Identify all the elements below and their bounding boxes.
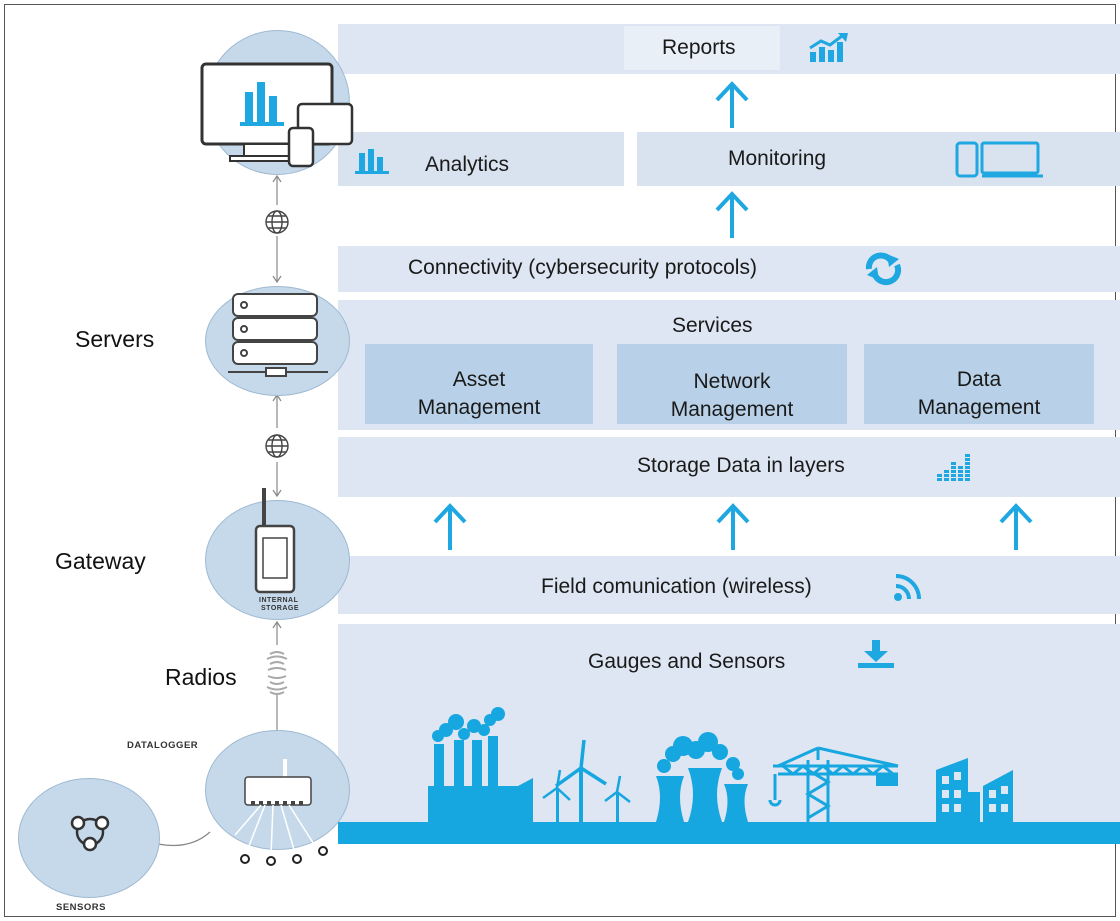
bar-chart-icon <box>355 149 389 174</box>
wind-turbine-icon <box>542 739 631 822</box>
sync-icon <box>865 252 902 286</box>
globe-icon <box>265 434 289 458</box>
data-management-box: Data Management <box>864 344 1094 424</box>
asset-management-label-2: Management <box>417 396 541 419</box>
gateway-label: Gateway <box>55 548 146 574</box>
radio-waves-icon <box>266 651 288 695</box>
wifi-icon <box>894 574 921 601</box>
data-management-label-1: Data <box>956 368 1002 391</box>
network-management-label-1: Network <box>693 370 771 393</box>
crane-icon <box>768 746 899 822</box>
radios-label: Radios <box>165 664 237 690</box>
connector-lines <box>157 174 282 847</box>
analytics-label: Analytics <box>425 153 510 176</box>
server-rack-icon <box>228 293 328 377</box>
storage-label: Storage Data in layers <box>637 454 845 477</box>
factory-icon <box>428 707 533 822</box>
field-communication-band <box>338 556 1120 614</box>
monitoring-box <box>637 132 1120 186</box>
servers-label: Servers <box>75 326 155 352</box>
field-communication-label: Field comunication (wireless) <box>541 575 812 598</box>
gateway-device-icon <box>254 488 296 594</box>
connectivity-label: Connectivity (cybersecurity protocols) <box>408 256 757 279</box>
internal-storage-label-2: STORAGE <box>261 605 299 612</box>
arrow-up-icon <box>433 503 467 550</box>
asset-management-box: Asset Management <box>365 344 593 424</box>
gauges-label: Gauges and Sensors <box>588 650 786 673</box>
trend-chart-icon <box>809 33 848 62</box>
network-management-box: Network Management <box>617 344 847 424</box>
sensor-icon <box>70 815 110 852</box>
devices-icon <box>955 141 1043 178</box>
network-management-label-2: Management <box>670 398 794 421</box>
download-icon <box>858 640 894 668</box>
connectivity-band <box>338 246 1120 292</box>
globe-icon <box>265 210 289 234</box>
industrial-skyline <box>338 707 1120 844</box>
asset-management-label-1: Asset <box>452 368 506 391</box>
monitoring-label: Monitoring <box>728 147 827 170</box>
storage-band <box>338 437 1120 497</box>
reports-box <box>624 26 780 70</box>
data-management-label-2: Management <box>917 396 1041 419</box>
arrow-up-icon <box>715 191 749 238</box>
sensors-circle <box>18 778 160 898</box>
sensors-label: SENSORS <box>56 902 106 913</box>
arrow-up-icon <box>999 503 1033 550</box>
equalizer-icon <box>937 454 970 481</box>
arrow-up-icon <box>716 503 750 550</box>
services-title: Services <box>672 314 753 337</box>
arrow-up-icon <box>715 81 749 128</box>
datalogger-device-icon <box>234 759 328 866</box>
computer-devices-icon <box>200 62 354 168</box>
reports-label: Reports <box>662 36 736 59</box>
power-plant-icon <box>656 732 748 822</box>
analytics-box <box>338 132 624 186</box>
internal-storage-label-1: INTERNAL <box>259 597 299 604</box>
datalogger-label: DATALOGGER <box>127 740 199 751</box>
